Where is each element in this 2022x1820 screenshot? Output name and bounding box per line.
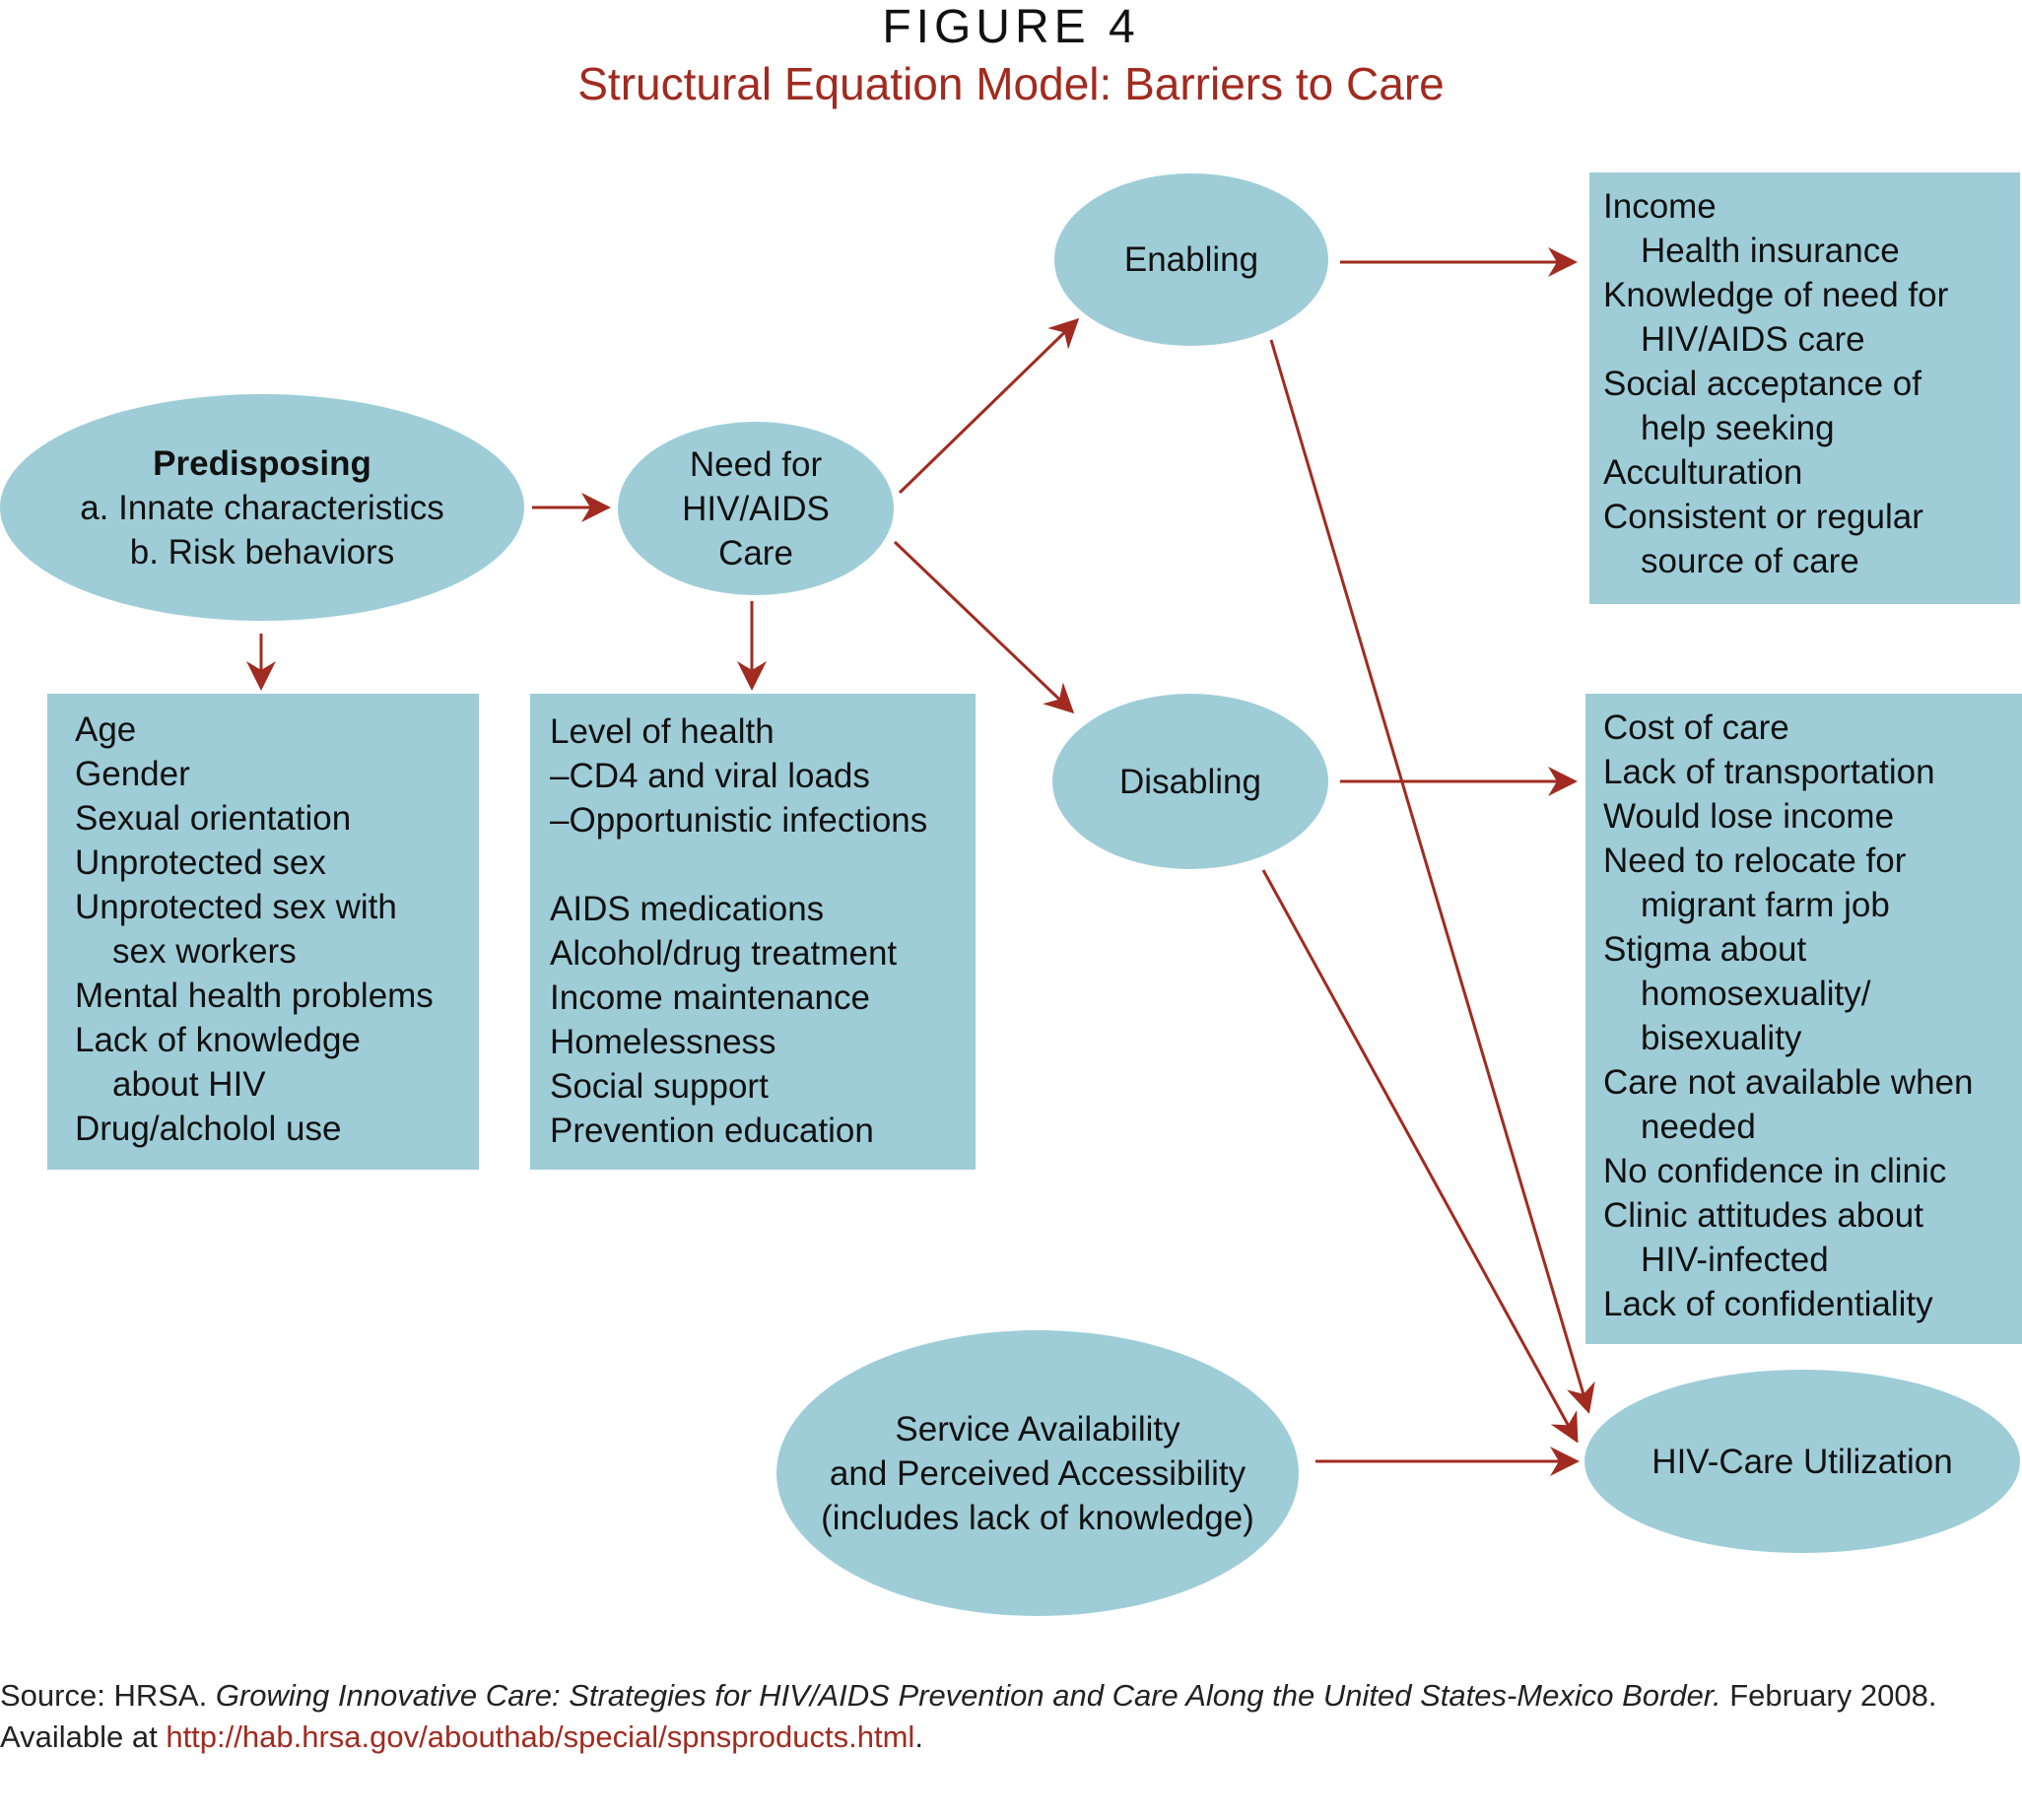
- list-item: Care not available when: [1603, 1063, 1974, 1102]
- list-item: Sexual orientation: [75, 799, 352, 838]
- list-item: Unprotected sex with: [75, 888, 397, 926]
- node-service-line1: Service Availability: [895, 1409, 1180, 1449]
- list-item: sex workers: [112, 932, 297, 971]
- list-item: needed: [1641, 1108, 1756, 1146]
- node-utilization-label: HIV-Care Utilization: [1651, 1442, 1953, 1481]
- node-need: Need for HIV/AIDS Care: [618, 422, 894, 595]
- node-predisposing-title: Predisposing: [153, 443, 371, 483]
- list-item: Knowledge of need for: [1603, 276, 1949, 314]
- list-item: Social acceptance of: [1603, 365, 1921, 403]
- list-item: Health insurance: [1641, 232, 1900, 270]
- source-date: February 2008.: [1720, 1678, 1937, 1713]
- node-service-line2: and Perceived Accessibility: [829, 1453, 1247, 1493]
- list-item: Clinic attitudes about: [1603, 1196, 1923, 1235]
- source-citation: Source: HRSA. Growing Innovative Care: S…: [0, 1675, 2022, 1758]
- list-item: Lack of knowledge: [75, 1021, 361, 1059]
- arrow-disabling-to-utilization: [1261, 869, 1579, 1444]
- node-disabling: Disabling: [1052, 694, 1328, 869]
- list-item: Drug/alcholol use: [75, 1110, 342, 1148]
- list-item: bisexuality: [1641, 1019, 1802, 1057]
- node-enabling: Enabling: [1054, 173, 1328, 346]
- list-item: Lack of confidentiality: [1603, 1285, 1933, 1323]
- node-need-line1: Need for: [689, 444, 823, 484]
- source-available: Available at: [0, 1719, 167, 1754]
- list-item: Cost of care: [1603, 708, 1789, 747]
- list-item: migrant farm job: [1641, 886, 1890, 924]
- node-service-availability: Service Availability and Perceived Acces…: [776, 1330, 1299, 1616]
- list-item: Stigma about: [1603, 930, 1807, 969]
- list-item: Gender: [75, 755, 190, 793]
- list-item: source of care: [1641, 542, 1859, 580]
- list-item: Mental health problems: [75, 977, 434, 1015]
- node-disabling-label: Disabling: [1119, 762, 1261, 801]
- list-item: Consistent or regular: [1603, 498, 1923, 536]
- arrow-need-to-disabling: [893, 540, 1075, 714]
- list-item: HIV-infected: [1641, 1241, 1829, 1279]
- list-item: No confidence in clinic: [1603, 1152, 1947, 1190]
- node-hiv-care-utilization: HIV-Care Utilization: [1584, 1370, 2020, 1553]
- node-need-line2: HIV/AIDS: [682, 489, 830, 528]
- list-item: Prevention education: [550, 1112, 874, 1150]
- arrow-need-to-enabling: [898, 317, 1080, 495]
- node-predisposing-line2: b. Risk behaviors: [129, 532, 395, 572]
- source-suffix: .: [914, 1719, 923, 1754]
- list-item: Income maintenance: [550, 978, 870, 1017]
- source-prefix: Source: HRSA.: [0, 1678, 216, 1713]
- list-item: Level of health: [550, 712, 775, 751]
- list-item: Unprotected sex: [75, 843, 326, 882]
- arrow-enabling-to-utilization: [1269, 339, 1595, 1414]
- list-item: help seeking: [1641, 409, 1835, 447]
- figure-title: Structural Equation Model: Barriers to C…: [577, 58, 1445, 109]
- list-item: homosexuality/: [1641, 975, 1871, 1013]
- list-item: Social support: [550, 1067, 769, 1106]
- node-enabling-label: Enabling: [1123, 240, 1259, 279]
- node-predisposing-line1: a. Innate characteristics: [80, 488, 444, 527]
- list-item: Need to relocate for: [1603, 842, 1907, 880]
- list-item: Homelessness: [550, 1023, 776, 1061]
- box-need-factors: Level of health –CD4 and viral loads –Oppo…: [530, 694, 976, 1170]
- node-predisposing: Predisposing a. Innate characteristics b…: [0, 394, 524, 621]
- list-item: Income: [1603, 187, 1717, 226]
- source-title: Growing Innovative Care: Strategies for …: [215, 1678, 1721, 1713]
- list-item: Would lose income: [1603, 797, 1895, 836]
- source-url-link[interactable]: http://hab.hrsa.gov/abouthab/special/spn…: [166, 1719, 915, 1754]
- list-item: AIDS medications: [550, 890, 825, 928]
- list-item: Alcohol/drug treatment: [550, 934, 898, 973]
- list-item: Lack of transportation: [1603, 753, 1935, 791]
- figure-label: FIGURE 4: [882, 1, 1140, 53]
- list-item: HIV/AIDS care: [1641, 320, 1865, 359]
- list-item: –Opportunistic infections: [550, 801, 928, 840]
- node-need-line3: Care: [718, 533, 793, 573]
- list-item: Acculturation: [1603, 453, 1803, 492]
- list-gap: [550, 843, 976, 887]
- node-service-line3: (includes lack of knowledge): [821, 1498, 1254, 1537]
- list-item: Age: [75, 710, 137, 749]
- list-item: about HIV: [112, 1065, 266, 1104]
- list-item: –CD4 and viral loads: [550, 757, 870, 795]
